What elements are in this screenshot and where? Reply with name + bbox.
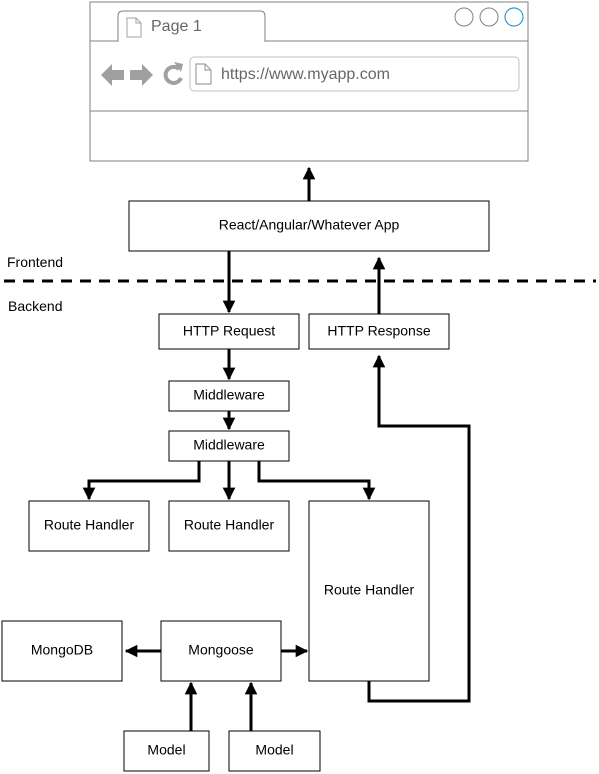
app-node: React/Angular/Whatever App	[128, 200, 490, 252]
http-response-node: HTTP Response	[308, 313, 450, 350]
url-text: https://www.myapp.com	[221, 66, 390, 83]
model-label: Model	[147, 742, 185, 758]
tab-title: Page 1	[151, 18, 202, 35]
route-handler-node-3: Route Handler	[308, 500, 430, 682]
mongodb-label: MongoDB	[31, 642, 93, 658]
route-handler-node-1: Route Handler	[28, 500, 150, 552]
address-bar[interactable]	[189, 56, 520, 92]
window-circle-icon[interactable]	[504, 7, 524, 27]
frontend-label: Frontend	[7, 254, 63, 270]
app-label: React/Angular/Whatever App	[219, 217, 400, 233]
page-icon	[195, 63, 212, 85]
browser-window: Page 1 https://www.myapp.com	[89, 1, 529, 162]
back-arrow-icon[interactable]	[101, 64, 124, 86]
reload-icon[interactable]	[163, 62, 183, 85]
mongoose-node: Mongoose	[160, 620, 282, 682]
middleware-node-1: Middleware	[168, 380, 290, 412]
arrow-middleware-to-handler-1	[82, 461, 201, 501]
mongodb-node: MongoDB	[1, 620, 123, 682]
model-node-1: Model	[123, 730, 210, 772]
arrow-middleware-to-handler-3	[257, 461, 376, 501]
forward-arrow-icon[interactable]	[130, 64, 153, 86]
middleware-node-2: Middleware	[168, 430, 290, 462]
route-handler-node-2: Route Handler	[168, 500, 290, 552]
connectors	[82, 166, 471, 731]
http-request-node: HTTP Request	[158, 313, 300, 350]
window-circle-icon[interactable]	[479, 7, 499, 27]
route-handler-label: Route Handler	[184, 517, 275, 533]
browser-tab[interactable]: Page 1	[117, 10, 266, 43]
http-request-label: HTTP Request	[183, 323, 275, 339]
tab-page-icon	[126, 17, 142, 38]
model-label: Model	[255, 742, 293, 758]
arrow-handler-to-response	[367, 354, 471, 703]
backend-label: Backend	[8, 298, 62, 314]
model-node-2: Model	[228, 730, 321, 772]
middleware-label: Middleware	[193, 387, 265, 403]
mongoose-label: Mongoose	[188, 642, 254, 658]
window-circle-icon[interactable]	[454, 7, 474, 27]
route-handler-label: Route Handler	[324, 582, 415, 598]
middleware-label: Middleware	[193, 437, 265, 453]
http-response-label: HTTP Response	[327, 323, 430, 339]
route-handler-label: Route Handler	[44, 517, 135, 533]
